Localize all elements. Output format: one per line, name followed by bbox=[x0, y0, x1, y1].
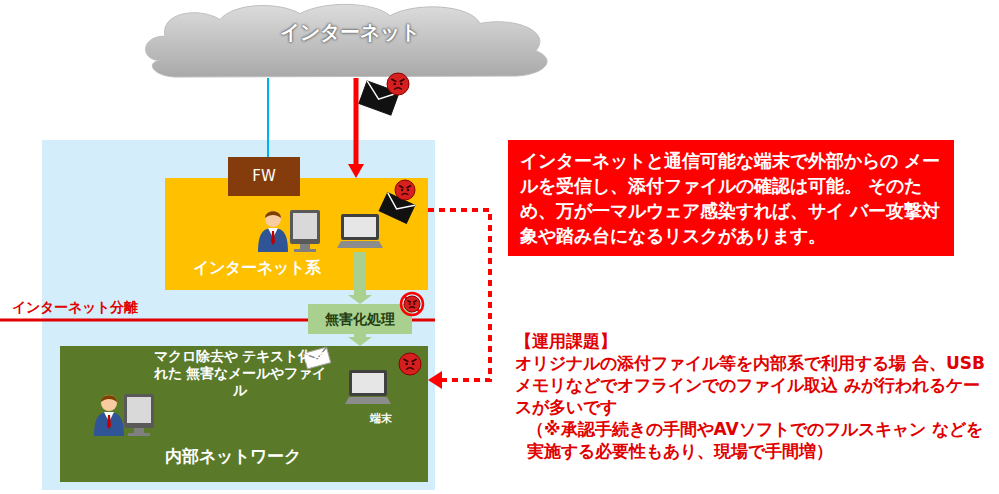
arrowhead bbox=[428, 371, 442, 389]
arrowhead bbox=[348, 295, 372, 304]
connector-line bbox=[267, 78, 269, 157]
separation-label: インターネット分離 bbox=[12, 298, 138, 316]
malware-face bbox=[404, 296, 420, 312]
text-slot: 内部ネットワーク bbox=[165, 446, 301, 467]
laptop-terminal bbox=[345, 370, 391, 404]
flow-arrow bbox=[348, 290, 372, 304]
firewall-box: FW bbox=[228, 157, 300, 196]
text-slot: マクロ除去や テキスト化された 無害なメールやファイル bbox=[148, 348, 332, 399]
connector-line bbox=[354, 334, 366, 338]
cloud-outline bbox=[146, 4, 547, 77]
text-slot: インターネット系 bbox=[193, 258, 321, 278]
user-figure bbox=[258, 211, 288, 252]
node-text: マクロ除去や テキスト化された 無害なメールやファイル bbox=[148, 348, 332, 399]
node-text: インターネットと通信可能な端末で外部からの メールを受信し、添付ファイルの確認は… bbox=[520, 148, 942, 248]
desktop-monitor bbox=[290, 210, 320, 252]
flow-arrow bbox=[348, 334, 372, 346]
blocked-malware bbox=[401, 293, 423, 315]
node-text: 端末 bbox=[370, 412, 392, 426]
user-figure bbox=[94, 395, 124, 436]
connector-line bbox=[354, 78, 359, 165]
node-text: 無害化処理 bbox=[325, 310, 395, 328]
desktop-monitor bbox=[124, 394, 154, 436]
mail-envelope bbox=[303, 347, 330, 369]
risk-callout: インターネットと通信可能な端末で外部からの メールを受信し、添付ファイルの確認は… bbox=[508, 140, 954, 256]
node-text: インターネット bbox=[280, 20, 420, 45]
note-text: （※承認手続きの手間やAVソフトでのフルスキャン などを実施する必要性もあり、現… bbox=[527, 418, 989, 462]
sanitize-box: 無害化処理 bbox=[308, 304, 412, 334]
note-text: 【運用課題】 bbox=[515, 330, 989, 352]
mail-arrow bbox=[348, 78, 364, 178]
malware-face bbox=[399, 353, 421, 375]
network-link bbox=[268, 78, 269, 157]
mail-envelope bbox=[359, 81, 399, 115]
internal-network: マクロ除去や テキスト化された 無害なメールやファイル端末内部ネットワーク bbox=[60, 346, 428, 482]
text-slot: 端末 bbox=[370, 412, 392, 426]
label-slot: インターネット分離 bbox=[12, 298, 138, 316]
malware-face bbox=[395, 180, 415, 200]
note-column: 【運用課題】オリジナルの添付ファイル等を内部系で利用する場 合、USBメモリなど… bbox=[515, 330, 989, 462]
malware-face bbox=[387, 73, 409, 95]
mail-envelope bbox=[379, 193, 415, 224]
node-text: 内部ネットワーク bbox=[165, 446, 301, 467]
laptop-terminal bbox=[337, 214, 383, 248]
note-text: オリジナルの添付ファイル等を内部系で利用する場 合、USBメモリなどでオフライン… bbox=[515, 352, 989, 418]
arrowhead bbox=[348, 164, 364, 178]
flow-stem bbox=[354, 252, 366, 290]
offline-transfer-arrow bbox=[428, 210, 490, 389]
node-text: FW bbox=[252, 167, 275, 186]
connector-line bbox=[354, 290, 366, 296]
internet-cloud: インターネット bbox=[140, 2, 560, 78]
arrowhead bbox=[348, 337, 372, 346]
connector-line bbox=[428, 210, 490, 380]
node-text: インターネット系 bbox=[193, 258, 321, 278]
